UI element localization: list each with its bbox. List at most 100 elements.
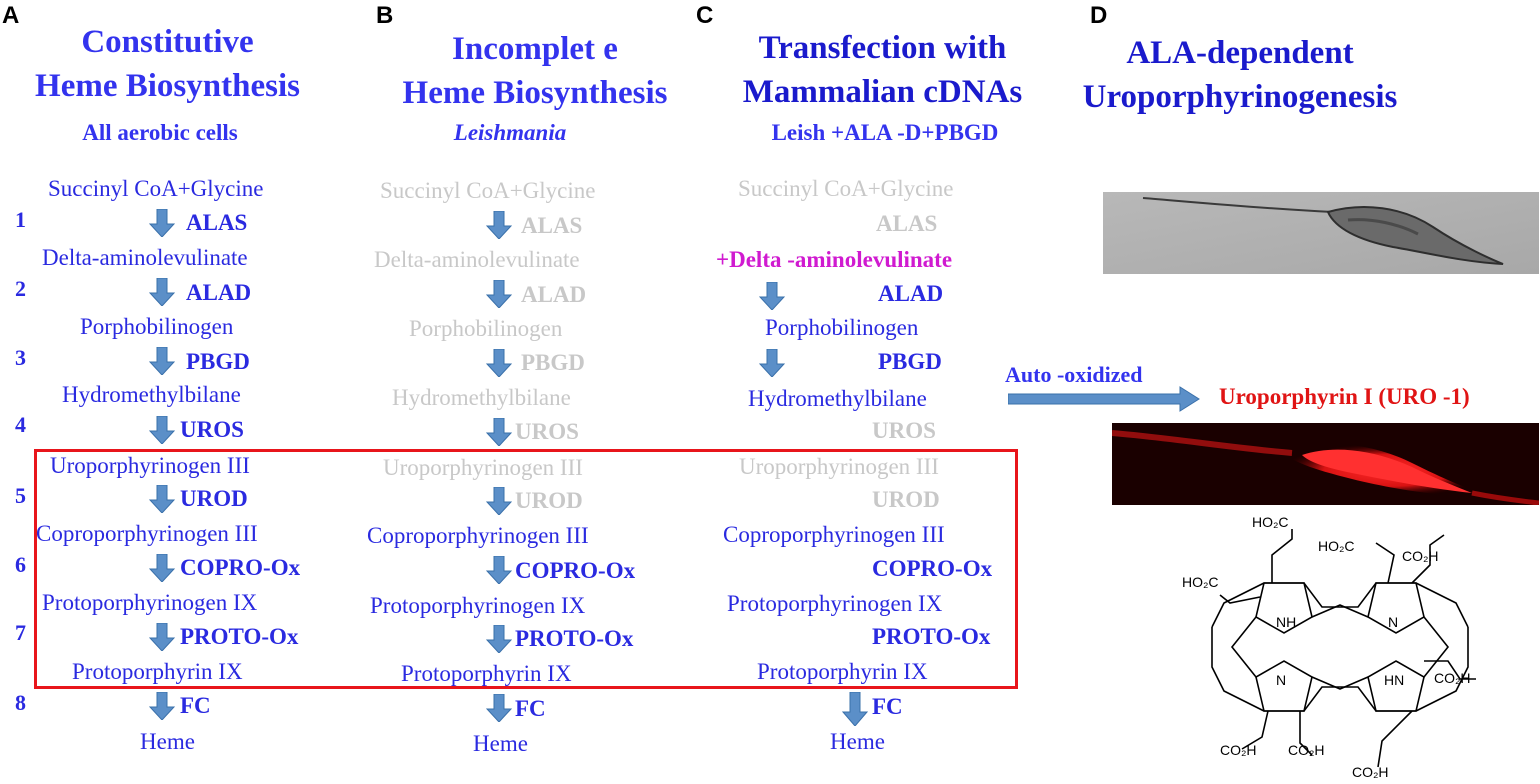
enzyme-fc: FC	[872, 694, 903, 719]
arrow-right-icon	[1008, 386, 1200, 412]
metabolite-succinyl-coa: Succinyl CoA+Glycine	[48, 176, 264, 201]
mol-label: NH	[1276, 614, 1296, 630]
mol-label: HO₂C	[1318, 538, 1355, 554]
metabolite-heme: Heme	[830, 729, 885, 754]
metabolite-urogen-iii: Uroporphyrinogen III	[739, 454, 939, 479]
metabolite-ala-added: +Delta -aminolevulinate	[716, 247, 953, 272]
arrow-down-icon	[486, 349, 512, 377]
panel-letter-b: B	[376, 2, 394, 29]
mol-label: N	[1276, 672, 1286, 688]
arrow-down-icon	[486, 625, 512, 653]
panel-a-title: Constitutive Heme Biosynthesis	[0, 20, 335, 108]
arrow-down-icon	[149, 485, 175, 513]
enzyme-alad: ALAD	[186, 280, 252, 305]
mol-label: HO₂C	[1252, 515, 1289, 530]
step-number: 2	[15, 276, 26, 301]
panel-b-title: Incomplet e Heme Biosynthesis	[370, 27, 700, 115]
metabolite-succinyl-coa: Succinyl CoA+Glycine	[738, 176, 954, 201]
enzyme-pbgd: PBGD	[186, 349, 250, 374]
red-highlight-box	[34, 449, 1018, 689]
step-number: 5	[15, 483, 26, 508]
panel-c-title-line2: Mammalian cDNAs	[742, 74, 1023, 110]
panel-letter-c: C	[696, 2, 714, 29]
enzyme-proto-ox: PROTO-Ox	[515, 626, 634, 651]
enzyme-urod: UROD	[180, 486, 248, 511]
enzyme-pbgd: PBGD	[878, 349, 942, 374]
step-number: 1	[15, 207, 26, 232]
enzyme-alas: ALAS	[186, 210, 248, 235]
enzyme-alas: ALAS	[521, 213, 583, 238]
metabolite-pbg: Porphobilinogen	[765, 315, 919, 340]
arrow-down-icon	[486, 418, 512, 446]
metabolite-coprogen-iii: Coproporphyrinogen III	[367, 523, 589, 548]
enzyme-uros: UROS	[872, 418, 936, 443]
metabolite-coprogen-iii: Coproporphyrinogen III	[36, 521, 258, 546]
mol-label: CO₂H	[1288, 742, 1325, 758]
arrow-down-icon	[759, 282, 785, 310]
arrow-down-icon	[759, 349, 785, 377]
panel-c-title: Transfection with Mammalian cDNAs	[705, 26, 1060, 114]
arrow-down-icon	[486, 556, 512, 584]
arrow-down-icon	[842, 692, 868, 726]
enzyme-proto-ox: PROTO-Ox	[180, 624, 299, 649]
enzyme-fc: FC	[180, 693, 211, 718]
panel-letter-a: A	[2, 2, 20, 29]
enzyme-copro-ox: COPRO-Ox	[180, 555, 301, 580]
metabolite-protogen-ix: Protoporphyrinogen IX	[727, 591, 943, 616]
arrow-down-icon	[149, 692, 175, 720]
enzyme-copro-ox: COPRO-Ox	[515, 558, 636, 583]
uroporphyrin-structure-diagram: HO₂C HO₂C CO₂H HO₂C NH N N HN CO₂H CO₂H …	[1182, 515, 1476, 780]
arrow-down-icon	[486, 280, 512, 308]
enzyme-uros: UROS	[180, 417, 244, 442]
enzyme-fc: FC	[515, 696, 546, 721]
metabolite-succinyl-coa: Succinyl CoA+Glycine	[380, 178, 596, 203]
mol-label: CO₂H	[1402, 548, 1439, 564]
arrow-down-icon	[149, 554, 175, 582]
enzyme-uros: UROS	[515, 419, 579, 444]
arrow-down-icon	[149, 278, 175, 306]
mol-label: CO₂H	[1220, 742, 1257, 758]
metabolite-protogen-ix: Protoporphyrinogen IX	[42, 590, 258, 615]
panel-a-subtitle: All aerobic cells	[82, 120, 238, 145]
metabolite-hmb: Hydromethylbilane	[62, 382, 241, 407]
panel-c-title-line1: Transfection with	[758, 30, 1007, 66]
enzyme-proto-ox: PROTO-Ox	[872, 624, 991, 649]
arrow-down-icon	[149, 416, 175, 444]
metabolite-protogen-ix: Protoporphyrinogen IX	[370, 593, 586, 618]
step-number: 4	[15, 412, 26, 437]
enzyme-urod: UROD	[515, 488, 583, 513]
arrow-down-icon	[486, 211, 512, 239]
arrow-down-icon	[149, 209, 175, 237]
uroporphyrin-label: Uroporphyrin I (URO -1)	[1219, 384, 1470, 409]
auto-oxidized-label: Auto -oxidized	[1005, 362, 1143, 387]
panel-letter-d: D	[1090, 2, 1108, 29]
metabolite-ala: Delta-aminolevulinate	[374, 247, 580, 272]
step-number: 8	[15, 690, 26, 715]
metabolite-heme: Heme	[140, 729, 195, 754]
panel-d-title-line2: Uroporphyrinogenesis	[1082, 79, 1398, 115]
metabolite-heme: Heme	[473, 731, 528, 756]
metabolite-urogen-iii: Uroporphyrinogen III	[383, 455, 583, 480]
metabolite-pbg: Porphobilinogen	[80, 314, 234, 339]
panel-d-title-line1: ALA-dependent	[1126, 35, 1354, 71]
panel-b-title-line2: Heme Biosynthesis	[402, 75, 668, 111]
panel-a-title-line2: Heme Biosynthesis	[35, 68, 300, 104]
metabolite-protoporphyrin-ix: Protoporphyrin IX	[72, 659, 243, 684]
panel-a-title-line1: Constitutive	[81, 24, 254, 60]
metabolite-ala: Delta-aminolevulinate	[42, 245, 248, 270]
panel-c-subtitle: Leish +ALA -D+PBGD	[771, 120, 999, 145]
leishmania-phase-contrast-image	[1103, 192, 1539, 274]
enzyme-pbgd: PBGD	[521, 350, 585, 375]
arrow-down-icon	[149, 623, 175, 651]
enzyme-alad: ALAD	[878, 281, 944, 306]
panel-b-title-line1: Incomplet e	[452, 31, 618, 67]
mol-label: HN	[1384, 672, 1404, 688]
step-number: 7	[15, 620, 26, 645]
arrow-down-icon	[486, 694, 512, 722]
enzyme-alas: ALAS	[876, 211, 938, 236]
step-number: 3	[15, 345, 26, 370]
enzyme-alad: ALAD	[521, 282, 587, 307]
arrow-down-icon	[486, 487, 512, 515]
panel-b-subtitle: Leishmania	[453, 120, 567, 145]
mol-label: CO₂H	[1352, 764, 1389, 780]
